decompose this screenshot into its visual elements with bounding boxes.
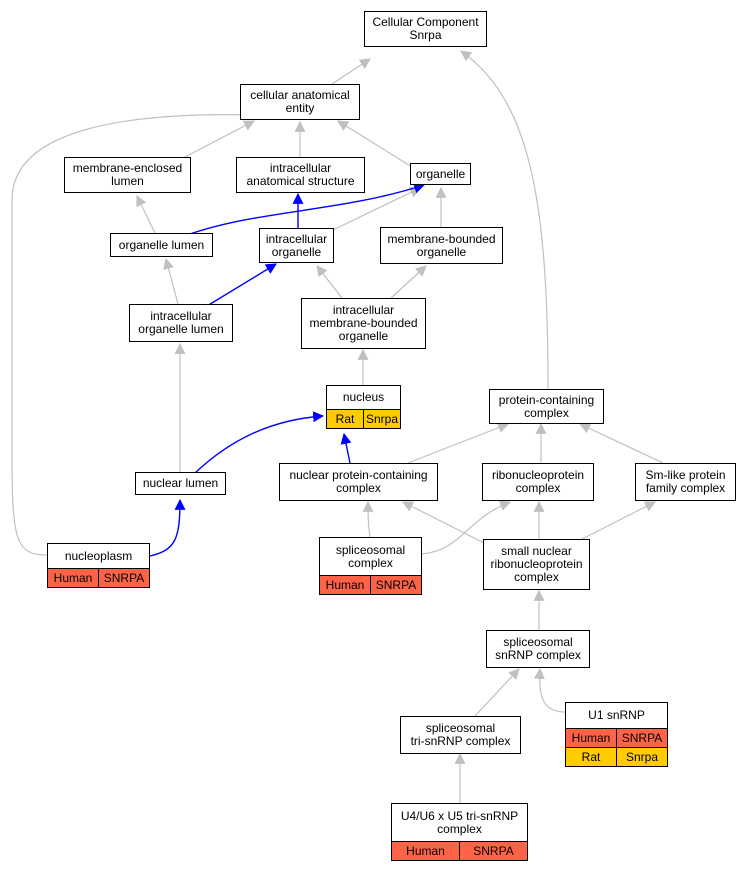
highlight-edge [340, 432, 352, 464]
node-label: spliceosomal tri-snRNP complex [410, 721, 511, 748]
species-cell: Human [566, 729, 616, 747]
node-intracellular-organelle-lumen[interactable]: intracellular organelle lumen [129, 304, 233, 342]
node-label: intracellular anatomical structure [246, 161, 355, 188]
species-cell: Human [320, 576, 370, 594]
annotation-row: Human SNRPA [566, 728, 667, 747]
gene-cell: SNRPA [459, 842, 527, 860]
node-label: Cellular Component Snrpa [372, 15, 479, 42]
node-label: intracellular organelle [265, 231, 328, 259]
node-intracellular-anatomical-structure[interactable]: intracellular anatomical structure [236, 157, 365, 193]
node-label: intracellular organelle lumen [138, 309, 224, 336]
node-label: ribonucleoprotein complex [491, 468, 585, 495]
node-organelle-lumen[interactable]: organelle lumen [110, 233, 213, 257]
node-label: Sm-like protein family complex [645, 468, 726, 495]
species-cell: Rat [327, 410, 363, 428]
node-membrane-bounded-organelle[interactable]: membrane-bounded organelle [380, 227, 503, 264]
edge [402, 501, 489, 546]
node-label: nuclear protein-containing complex [289, 468, 428, 495]
highlight-edge [149, 498, 186, 557]
node-label: U4/U6 x U5 tri-snRNP complex [400, 808, 519, 836]
node-protein-containing-complex[interactable]: protein-containing complex [489, 389, 604, 424]
node-spliceosomal-tri-snrnp-complex[interactable]: spliceosomal tri-snRNP complex [400, 716, 521, 754]
node-nuclear-lumen[interactable]: nuclear lumen [135, 472, 226, 495]
edge [331, 58, 371, 85]
annotation-row: Rat Snrpa [566, 747, 667, 766]
gene-cell: Snrpa [616, 748, 667, 766]
node-membrane-enclosed-lumen[interactable]: membrane-enclosed lumen [64, 157, 191, 193]
edge [474, 668, 520, 717]
node-cellular-anatomical-entity[interactable]: cellular anatomical entity [240, 84, 360, 120]
node-label: small nuclear ribonucleoprotein complex [490, 544, 583, 584]
node-label: U1 snRNP [588, 708, 645, 722]
node-small-nuclear-ribonucleoprotein-complex[interactable]: small nuclear ribonucleoprotein complex [483, 539, 590, 590]
node-label: membrane-enclosed lumen [72, 161, 183, 188]
annotation-row: Human SNRPA [320, 575, 421, 594]
edge [163, 257, 179, 305]
edge [579, 423, 664, 464]
node-nuclear-protein-containing-complex[interactable]: nuclear protein-containing complex [279, 463, 438, 501]
node-label: cellular anatomical entity [250, 88, 350, 115]
edge [581, 501, 656, 540]
edge [332, 187, 421, 231]
node-label: spliceosomal snRNP complex [495, 635, 581, 662]
edge [533, 667, 566, 713]
node-nucleus[interactable]: nucleus Rat Snrpa [326, 385, 401, 429]
edge [390, 265, 427, 299]
node-ribonucleoprotein-complex[interactable]: ribonucleoprotein complex [482, 463, 594, 501]
gene-cell: SNRPA [98, 569, 149, 587]
edge [362, 500, 374, 538]
node-label: nucleus [342, 390, 385, 404]
node-intracellular-organelle[interactable]: intracellular organelle [259, 228, 334, 263]
gene-cell: SNRPA [616, 729, 667, 747]
node-sm-like-protein-family-complex[interactable]: Sm-like protein family complex [635, 463, 736, 501]
edge [136, 195, 156, 234]
node-label: spliceosomal complex [335, 542, 406, 570]
node-spliceosomal-complex[interactable]: spliceosomal complex Human SNRPA [319, 537, 422, 595]
node-label: membrane-bounded organelle [387, 231, 496, 259]
node-organelle[interactable]: organelle [410, 163, 471, 185]
highlight-edge [194, 411, 325, 474]
species-cell: Human [48, 569, 98, 587]
gene-cell: Snrpa [363, 410, 400, 428]
edge [11, 109, 259, 556]
node-label: organelle [415, 166, 466, 181]
node-label: protein-containing complex [498, 392, 595, 420]
highlight-edge [206, 263, 277, 307]
node-nucleoplasm[interactable]: nucleoplasm Human SNRPA [47, 543, 150, 588]
edge [316, 265, 343, 299]
edge [184, 120, 255, 158]
highlight-edge [189, 182, 426, 235]
species-cell: Rat [566, 748, 616, 766]
node-u4-u6-u5-tri-snrnp-complex[interactable]: U4/U6 x U5 tri-snRNP complex Human SNRPA [391, 803, 528, 861]
node-u1-snrnp[interactable]: U1 snRNP Human SNRPA Rat Snrpa [565, 702, 668, 767]
gene-cell: SNRPA [370, 576, 421, 594]
node-label: organelle lumen [118, 237, 205, 252]
edge [460, 50, 549, 390]
node-label: nuclear lumen [142, 476, 219, 490]
annotation-row: Human SNRPA [392, 841, 527, 860]
edge [337, 120, 413, 168]
node-label: intracellular membrane-bounded organelle [309, 303, 418, 343]
annotation-row: Human SNRPA [48, 568, 149, 587]
species-cell: Human [392, 842, 459, 860]
node-intracellular-membrane-bounded-organelle[interactable]: intracellular membrane-bounded organelle [301, 298, 426, 349]
edge [407, 422, 510, 464]
node-cellular-component-root[interactable]: Cellular Component Snrpa [364, 11, 487, 47]
annotation-row: Rat Snrpa [327, 409, 400, 428]
node-spliceosomal-snrnp-complex[interactable]: spliceosomal snRNP complex [486, 630, 590, 668]
node-label: nucleoplasm [64, 548, 133, 563]
